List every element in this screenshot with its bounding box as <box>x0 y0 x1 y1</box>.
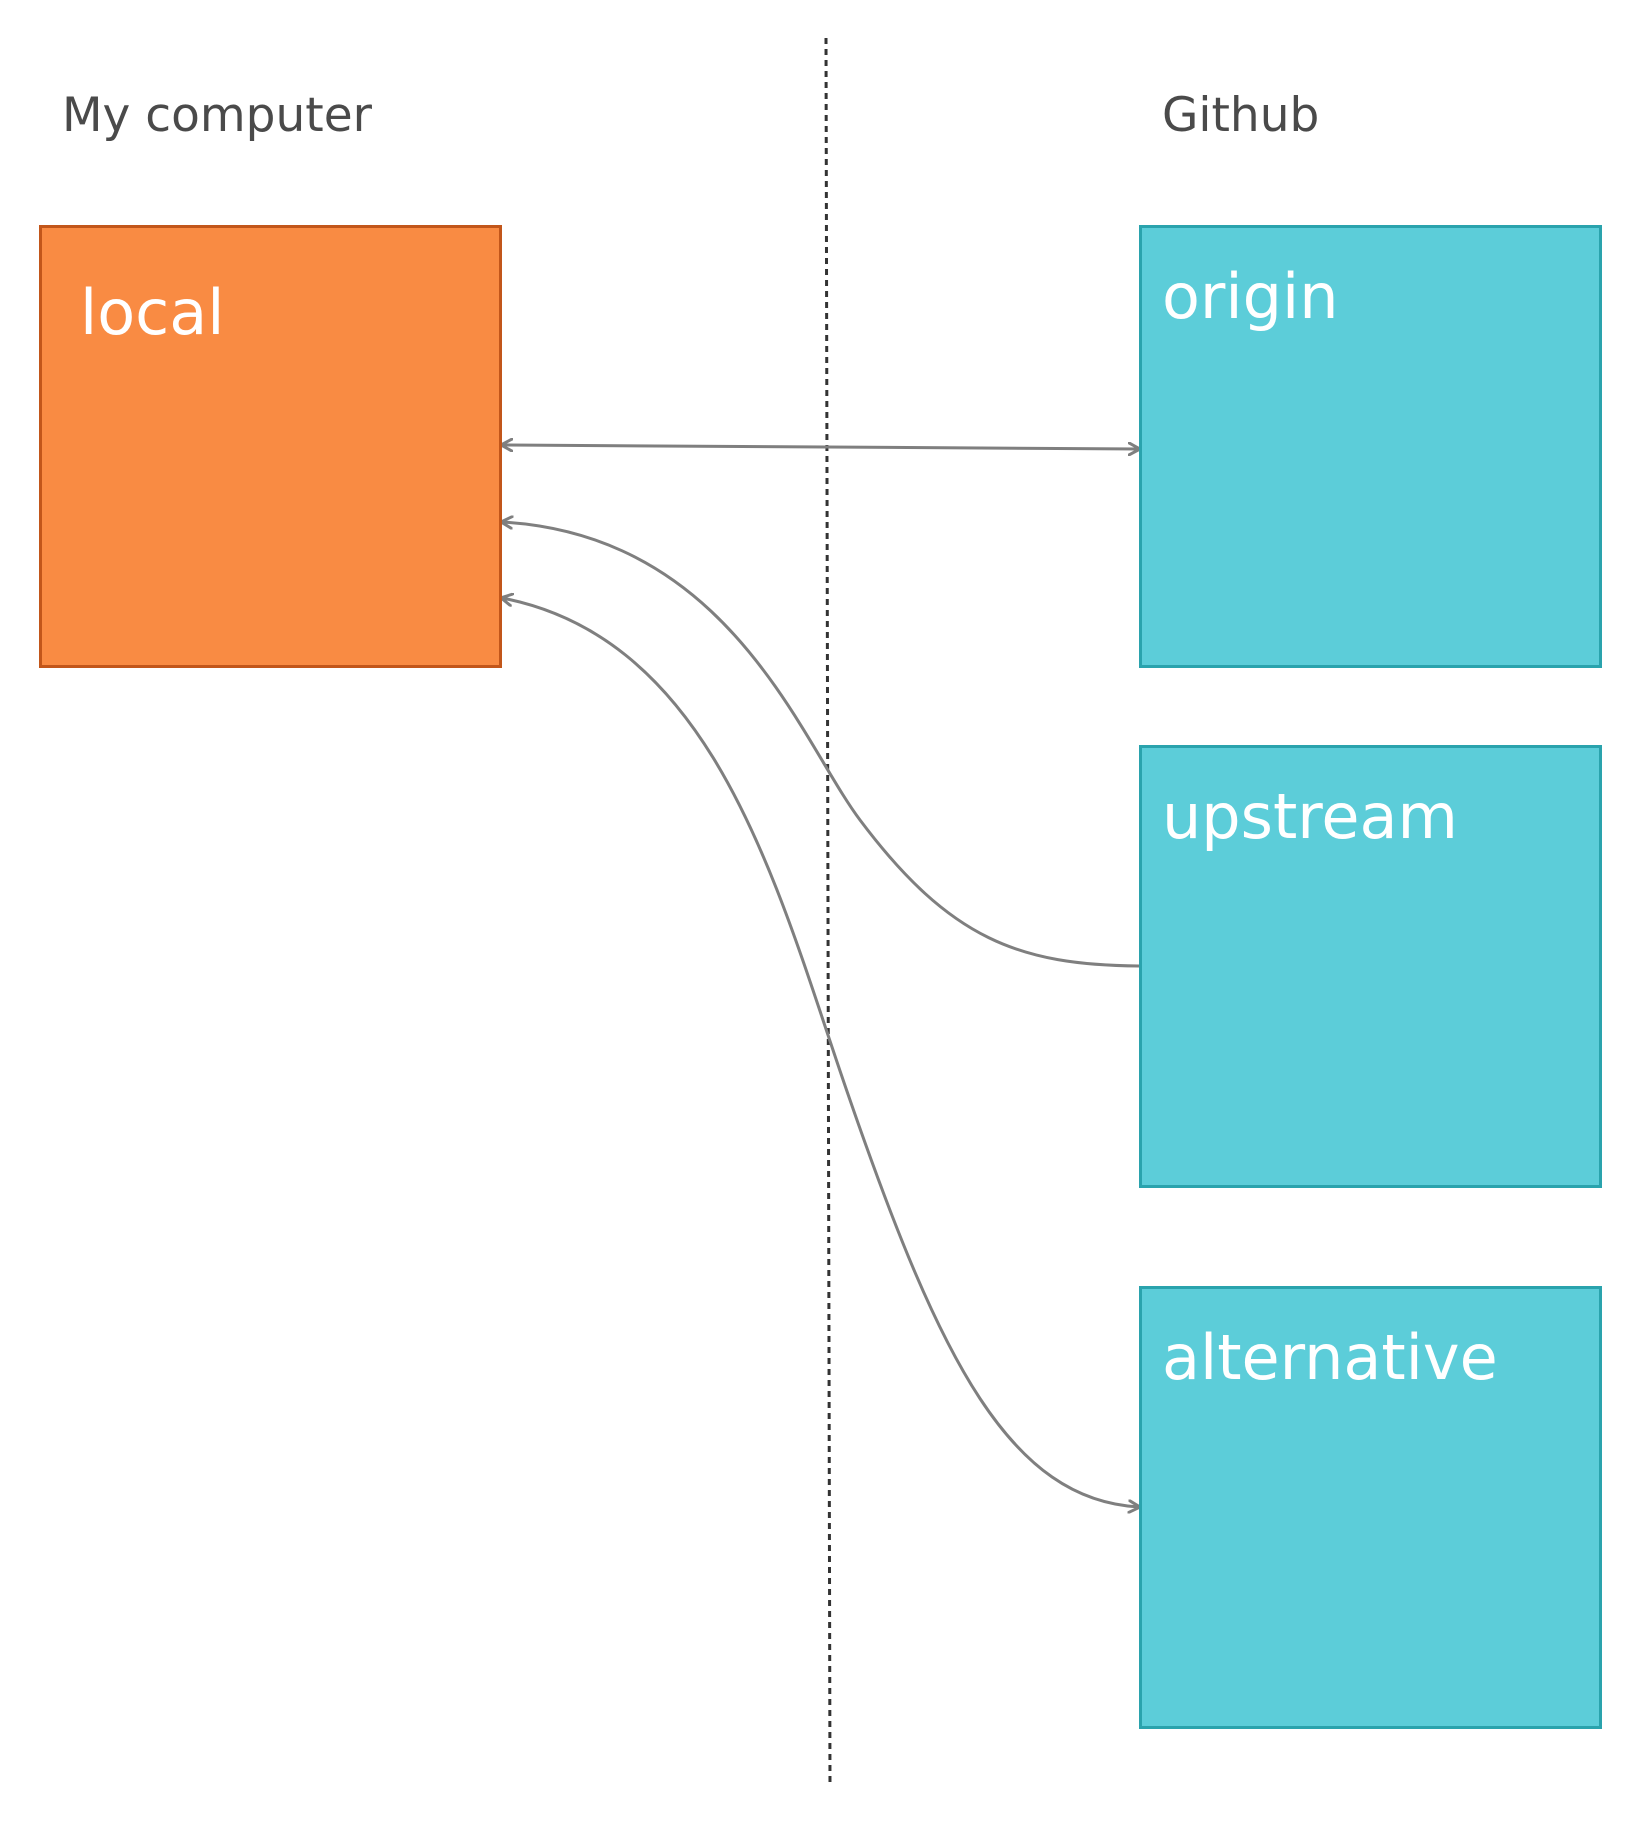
box-upstream-label: upstream <box>1162 780 1458 853</box>
divider-line <box>824 37 832 1787</box>
region-label-my-computer: My computer <box>62 88 372 143</box>
origin-connector <box>502 445 1139 449</box>
alternative-connector <box>502 598 1139 1507</box>
box-origin[interactable]: origin <box>1139 225 1602 668</box>
region-label-github: Github <box>1162 88 1320 143</box>
upstream-connector <box>502 522 1140 968</box>
box-alternative-label: alternative <box>1162 1321 1498 1394</box>
box-upstream[interactable]: upstream <box>1139 745 1602 1188</box>
box-origin-label: origin <box>1162 260 1339 333</box>
box-alternative[interactable]: alternative <box>1139 1286 1602 1729</box>
box-local[interactable]: local <box>39 225 502 668</box>
box-local-label: local <box>80 276 225 349</box>
